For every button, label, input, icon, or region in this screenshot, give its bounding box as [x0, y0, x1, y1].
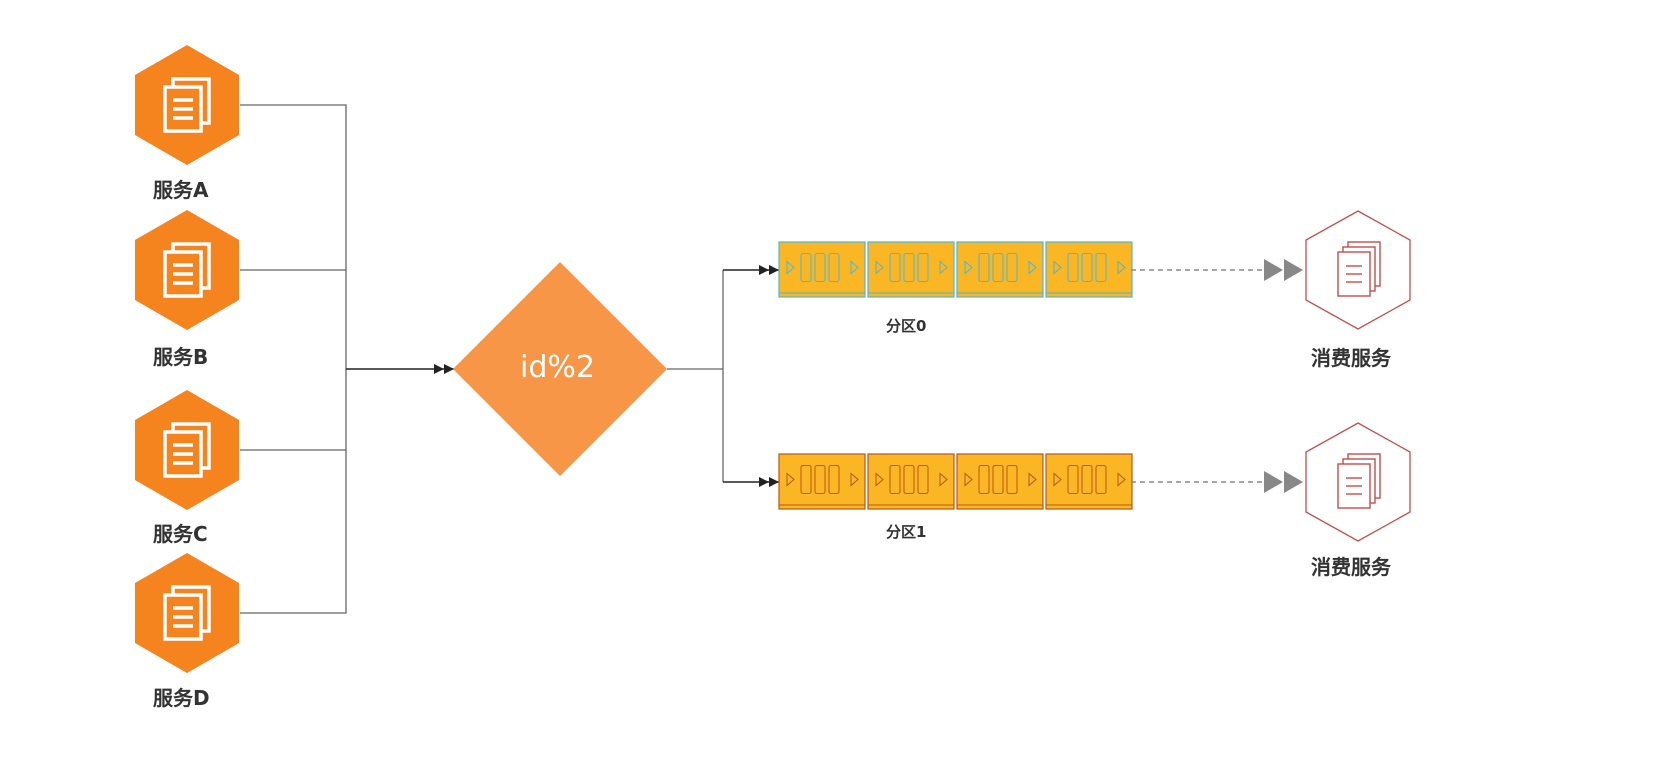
- partition-label-0: 分区0: [886, 317, 927, 335]
- message-queue-icon: [778, 241, 866, 298]
- message-queue-icon: [956, 241, 1044, 298]
- document-stack-icon: [1337, 241, 1381, 297]
- decision-connectors: [667, 270, 724, 482]
- document-stack-icon: [163, 585, 211, 641]
- decision-diamond: [453, 262, 667, 476]
- document-stack-icon: [163, 422, 211, 478]
- message-queue-icon: [1045, 241, 1133, 298]
- connector-service-d: [240, 369, 347, 614]
- document-stack-icon: [1337, 453, 1381, 509]
- producer-label-c: 服务C: [153, 522, 208, 546]
- consumer-arrow-icon: [1264, 471, 1303, 493]
- producer-label-d: 服务D: [153, 686, 210, 710]
- connector-service-a: [240, 104, 347, 369]
- consumer-label-0: 消费服务: [1311, 346, 1391, 370]
- decision-label: id%2: [520, 350, 595, 385]
- message-queue-icon: [867, 241, 955, 298]
- producer-service-a: [135, 45, 239, 165]
- consumer-service-0: [1305, 210, 1411, 330]
- consumer-service-1: [1305, 422, 1411, 542]
- document-stack-icon: [163, 242, 211, 298]
- producer-service-b: [135, 210, 239, 330]
- partition-label-1: 分区1: [886, 523, 927, 541]
- producer-label-b: 服务B: [153, 345, 209, 369]
- consumer-arrow-icon: [1264, 259, 1303, 281]
- producer-service-c: [135, 390, 239, 510]
- consumer-label-1: 消费服务: [1311, 555, 1391, 579]
- producer-connectors: [240, 104, 347, 614]
- partition-1-queue: [778, 453, 1133, 510]
- producer-service-d: [135, 553, 239, 673]
- message-queue-icon: [778, 453, 866, 510]
- producer-label-a: 服务A: [153, 178, 209, 202]
- message-queue-icon: [1045, 453, 1133, 510]
- document-stack-icon: [163, 77, 211, 133]
- message-queue-icon: [956, 453, 1044, 510]
- partition-0-queue: [778, 241, 1133, 298]
- message-queue-icon: [867, 453, 955, 510]
